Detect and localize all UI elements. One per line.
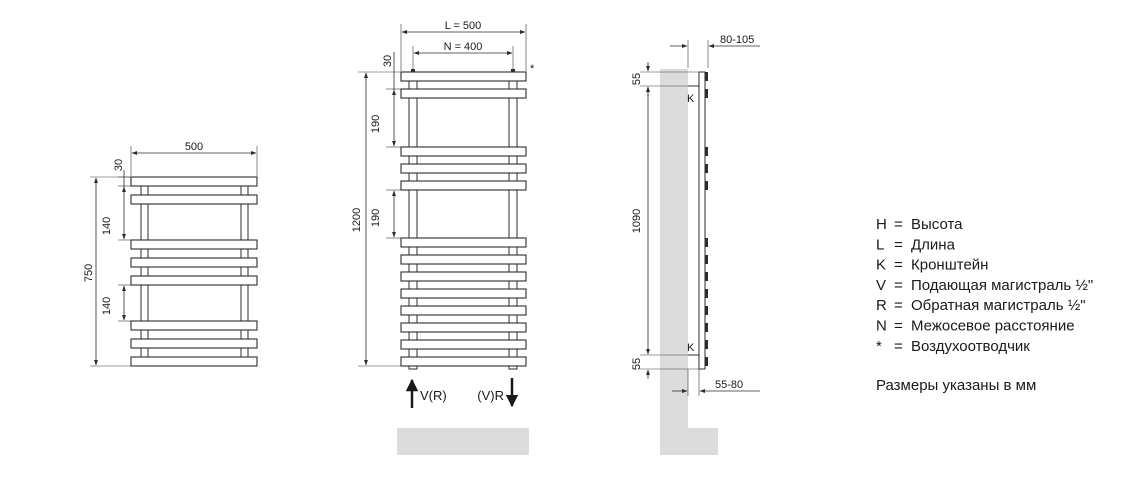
wall-block — [660, 69, 688, 455]
legend-key: N — [876, 318, 887, 335]
legend-separator: = — [894, 216, 903, 233]
side-floor-block — [660, 428, 718, 455]
large-radiator-bars — [400, 71, 527, 367]
legend-text: Межосевое расстояние — [911, 318, 1075, 335]
bottom-offset-label: 55 — [631, 358, 643, 370]
depth-bottom-label: 55-80 — [715, 379, 743, 391]
side-bar-stubs — [705, 72, 708, 366]
top-offset-label: 55 — [631, 73, 643, 85]
legend-separator: = — [894, 257, 903, 274]
legend-item: H = Высота — [876, 216, 963, 233]
depth-top-label: 80-105 — [720, 34, 754, 46]
large-height-label: 1200 — [351, 208, 363, 232]
legend-item: R = Обратная магистраль ½" — [876, 297, 1086, 314]
legend-text: Длина — [911, 236, 956, 253]
legend-key: * — [876, 338, 882, 355]
legend-key: H — [876, 216, 887, 233]
air-vent-marker: * — [530, 63, 535, 75]
legend-separator: = — [894, 318, 903, 335]
legend-item: N = Межосевое расстояние — [876, 318, 1075, 335]
length-label: L = 500 — [445, 20, 482, 32]
bracket-distance-label: 1090 — [631, 209, 643, 233]
legend-separator: = — [894, 297, 903, 314]
small-top-label: 30 — [113, 159, 125, 171]
legend-item: V = Подающая магистраль ½" — [876, 277, 1093, 294]
legend-separator: = — [894, 277, 903, 294]
bracket-top-label: K — [687, 93, 695, 105]
large-radiator-view: * L = 500 N = 400 30 190 190 1200 V(R) — [351, 20, 535, 455]
legend-key: R — [876, 297, 887, 314]
legend-text: Подающая магистраль ½" — [911, 277, 1093, 294]
legend-note: Размеры указаны в мм — [876, 377, 1036, 394]
small-width-label: 500 — [185, 141, 203, 153]
legend-text: Высота — [911, 216, 963, 233]
large-top-label: 30 — [382, 55, 394, 67]
legend-text: Кронштейн — [911, 257, 988, 274]
flow-left-label: V(R) — [420, 388, 447, 403]
axis-label: N = 400 — [444, 41, 483, 53]
legend-separator: = — [894, 338, 903, 355]
small-radiator-view: 500 30 140 140 750 — [83, 141, 258, 367]
bracket-bottom-label: K — [687, 342, 695, 354]
small-radiator-bars — [130, 176, 258, 367]
legend-separator: = — [894, 236, 903, 253]
legend-text: Воздухоотводчик — [911, 338, 1030, 355]
small-height-label: 750 — [83, 264, 95, 282]
legend-item: K = Кронштейн — [876, 257, 988, 274]
small-gap2-label: 140 — [101, 297, 113, 315]
legend-item: L = Длина — [876, 236, 956, 253]
side-view: K K 80-105 55 1090 55 55-80 — [631, 34, 760, 455]
legend-text: Обратная магистраль ½" — [911, 297, 1086, 314]
legend-key: V — [876, 277, 886, 294]
floor-block — [397, 428, 529, 455]
legend-item: * = Воздухоотводчик — [876, 338, 1030, 355]
flow-right-label: (V)R — [477, 388, 504, 403]
small-gap1-label: 140 — [101, 217, 113, 235]
legend-key: L — [876, 236, 884, 253]
large-gap2-label: 190 — [370, 209, 382, 227]
side-rail — [698, 71, 706, 370]
large-gap1-label: 190 — [370, 115, 382, 133]
legend-key: K — [876, 257, 886, 274]
